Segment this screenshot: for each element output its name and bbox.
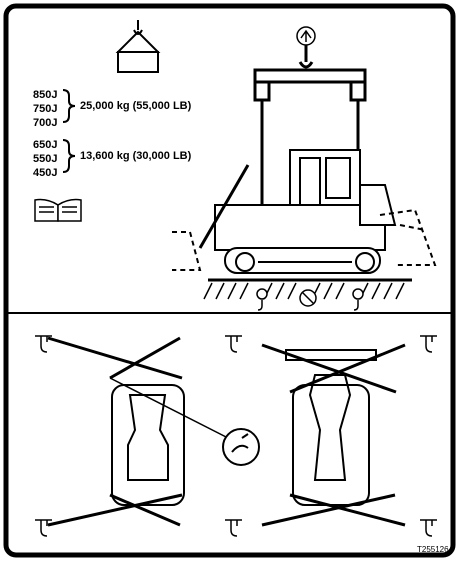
capacity-small: 13,600 kg (30,000 LB) [80,150,192,162]
lift-point-symbol-icon [296,26,316,46]
dozer-silhouette [198,149,397,274]
ground [203,278,412,300]
model-450j: 450J [33,167,58,179]
group-2-brace [62,139,76,173]
anchor-symbol-bottom-center [225,519,242,537]
model-650j: 650J [33,139,58,151]
anchor-symbol-top-right [420,335,437,353]
manual-book-icon [34,198,82,222]
attachment-outline [172,208,437,271]
anchor-symbol-bottom-left [35,519,52,537]
model-550j: 550J [33,153,58,165]
part-number: T255126 [417,545,449,554]
model-850j: 850J [33,89,58,101]
capacity-large: 25,000 kg (55,000 LB) [80,100,192,112]
tiedown-point-front [256,288,268,311]
lift-hook-icon [115,20,161,73]
tiedown-diagram-left [47,336,233,527]
anchor-symbol-top-left [35,335,52,353]
no-symbol-icon [299,289,317,307]
anchor-symbol-top-center [225,335,242,353]
anchor-symbol-bottom-right [420,519,437,537]
model-700j: 700J [33,117,58,129]
group-1-brace [62,89,76,123]
model-750j: 750J [33,103,58,115]
tiedown-anchor-icon [222,428,260,466]
tiedown-diagram-right [261,343,406,527]
tiedown-point-rear [352,288,364,311]
